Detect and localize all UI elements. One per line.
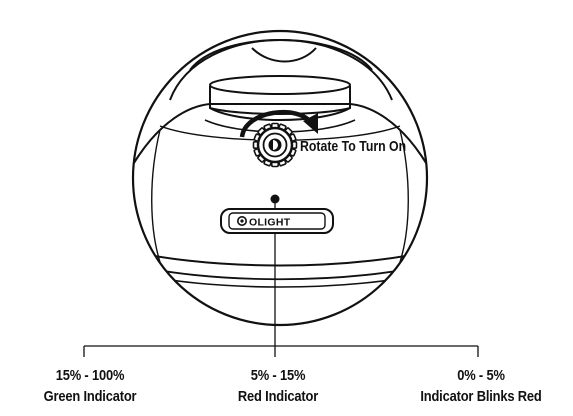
rotate-arrow [239,110,314,138]
indicator-green-callout: 15% - 100% Green Indicator [30,365,150,407]
indicator-range: 15% - 100% [55,367,125,384]
brand-badge: OLIGHT [220,208,334,234]
indicator-red-callout: 5% - 15% Red Indicator [218,365,338,407]
indicator-description: Green Indicator [43,388,137,405]
lantern-body [133,103,427,303]
indicator-description: Red Indicator [237,388,319,405]
indicator-range: 5% - 15% [250,367,306,384]
indicator-range: 0% - 5% [457,367,505,384]
indicator-blink-callout: 0% - 5% Indicator Blinks Red [407,365,555,407]
indicator-description: Indicator Blinks Red [420,388,542,405]
power-knob [252,122,298,168]
callout-bracket [83,345,479,357]
top-cap [209,75,351,95]
brand-text: OLIGHT [249,217,291,229]
rotate-to-turn-on-label: Rotate To Turn On [300,138,407,155]
